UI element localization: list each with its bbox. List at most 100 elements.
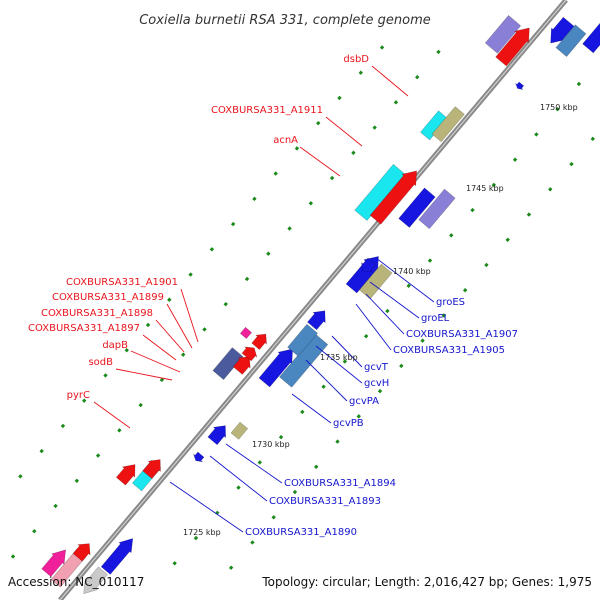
tick-dot <box>294 146 300 151</box>
tick-dot <box>82 398 87 403</box>
callout-COXBURSA331_A1899 <box>166 303 193 349</box>
callout-groES <box>375 257 435 303</box>
gene-label-dsbD: dsbD <box>343 54 369 65</box>
tick-dot <box>441 313 447 318</box>
gene-feature <box>83 566 108 595</box>
tick-dot <box>316 120 321 126</box>
callout-COXBURSA331_A1905 <box>355 303 392 351</box>
gene-feature <box>142 459 161 480</box>
callout-COXBURSA331_A1898 <box>155 319 185 353</box>
tick-dot <box>372 125 377 130</box>
gene-label-sodB: sodB <box>88 357 113 368</box>
tick-dot <box>209 247 215 252</box>
tick-dot <box>252 196 257 202</box>
tick-dot <box>228 565 234 570</box>
tick-dot <box>399 363 404 369</box>
gene-feature <box>251 333 267 351</box>
callout-COXBURSA331_A1894 <box>225 443 283 484</box>
tick-dot <box>335 439 340 444</box>
tick-dot <box>436 49 441 55</box>
tick-dot <box>321 384 326 389</box>
tick-dot <box>406 283 411 288</box>
accession-text: Accession: NC_010117 <box>8 575 144 589</box>
gene-feature <box>241 346 258 362</box>
gene-features <box>41 14 600 595</box>
tick-dot <box>60 423 66 429</box>
tick-dot <box>202 327 207 332</box>
tick-dot <box>363 334 369 339</box>
gene-label-COXBURSA331_A1901: COXBURSA331_A1901 <box>66 277 178 288</box>
gene-label-gcvPA: gcvPA <box>349 396 379 407</box>
tick-dot <box>124 348 129 353</box>
callout-sodB <box>115 368 173 381</box>
gene-label-gcvH: gcvH <box>364 378 389 389</box>
callout-gcvPA <box>305 359 348 402</box>
tick-dot <box>329 175 335 181</box>
gene-feature <box>418 188 456 230</box>
gene-label-COXBURSA331_A1905: COXBURSA331_A1905 <box>393 345 505 356</box>
tick-dot <box>159 377 165 383</box>
callout-gcvT <box>331 335 363 368</box>
callout-dapB <box>130 350 181 373</box>
tick-dot <box>534 132 539 137</box>
map-title: Coxiella burnetii RSA 331, complete geno… <box>139 13 431 28</box>
tick-dot <box>484 262 489 268</box>
tick-dot <box>32 529 37 534</box>
tick-dot <box>415 74 420 80</box>
gene-feature <box>232 356 251 375</box>
callout-COXBURSA331_A1890 <box>169 481 244 533</box>
tick-dot <box>555 107 560 112</box>
callout-gcvPB <box>291 393 332 424</box>
tick-dot <box>188 272 193 277</box>
gene-feature <box>495 27 530 67</box>
tick-label-1725: 1725 kbp <box>183 528 221 537</box>
tick-dot <box>393 100 399 105</box>
tick-label-1745: 1745 kbp <box>466 184 504 193</box>
gene-feature <box>239 326 253 340</box>
gene-feature <box>550 16 575 44</box>
callout-COXBURSA331_A1893 <box>209 455 268 502</box>
tick-dot <box>181 352 186 357</box>
tick-label-1740: 1740 kbp <box>393 267 431 276</box>
tick-dot <box>95 453 101 458</box>
gene-feature <box>361 257 377 273</box>
callout-groEL <box>369 281 420 319</box>
tick-dot <box>470 207 475 213</box>
callout-acnA <box>299 146 341 177</box>
tick-dot <box>266 251 271 256</box>
tick-dot <box>292 489 298 495</box>
tick-dot <box>569 161 574 167</box>
tick-label-1730: 1730 kbp <box>252 440 290 449</box>
tick-dot <box>167 297 172 302</box>
tick-dot <box>117 428 122 433</box>
gene-feature <box>192 451 205 463</box>
tick-label-1735: 1735 kbp <box>320 353 358 362</box>
tick-dot <box>236 485 241 490</box>
tick-dot <box>427 258 433 263</box>
tick-dot <box>10 554 16 559</box>
gene-feature <box>258 348 294 388</box>
tick-dot <box>257 460 262 465</box>
gene-feature <box>358 263 393 300</box>
gene-feature <box>72 543 91 562</box>
tick-dot <box>462 288 468 293</box>
gene-label-COXBURSA331_A1907: COXBURSA331_A1907 <box>406 329 518 340</box>
tick-dot <box>337 95 342 101</box>
tick-dot <box>548 187 553 192</box>
gene-label-COXBURSA331_A1897: COXBURSA331_A1897 <box>28 323 140 334</box>
tick-dot <box>250 540 255 545</box>
tick-dot <box>505 237 510 242</box>
tick-dot <box>449 233 454 238</box>
gene-label-COXBURSA331_A1911: COXBURSA331_A1911 <box>211 105 323 116</box>
callout-COXBURSA331_A1901 <box>180 288 199 343</box>
tick-dot <box>356 414 361 419</box>
gene-label-COXBURSA331_A1890: COXBURSA331_A1890 <box>245 527 357 538</box>
gene-feature <box>555 24 587 58</box>
genome-summary-text: Topology: circular; Length: 2,016,427 bp… <box>261 575 592 589</box>
callout-dsbD <box>371 65 409 97</box>
tick-dot <box>491 182 496 188</box>
gene-label-COXBURSA331_A1899: COXBURSA331_A1899 <box>52 292 164 303</box>
gene-feature <box>41 549 67 578</box>
gene-label-COXBURSA331_A1893: COXBURSA331_A1893 <box>269 496 381 507</box>
